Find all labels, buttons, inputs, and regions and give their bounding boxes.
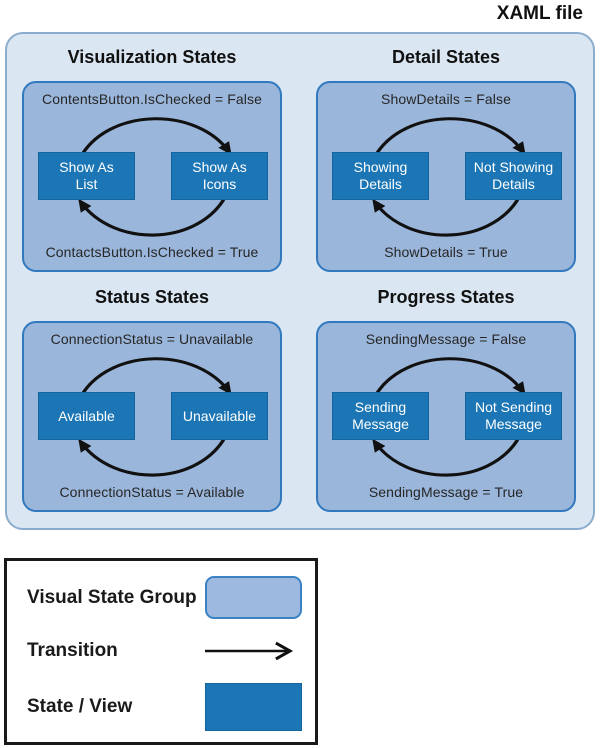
state-group-detail: Detail States ShowDetails = False Showin… bbox=[316, 44, 576, 272]
group-title: Progress States bbox=[377, 287, 515, 307]
transition-arrows bbox=[372, 357, 526, 477]
legend-row-visual-state-group: Visual State Group bbox=[27, 576, 303, 619]
xaml-file-container: Visualization States ContentsButton.IsCh… bbox=[5, 32, 595, 530]
condition-bottom: ShowDetails = True bbox=[384, 244, 508, 260]
state-box: Not Sending Message bbox=[465, 392, 562, 440]
legend-label: Visual State Group bbox=[27, 586, 197, 608]
group-title: Detail States bbox=[391, 47, 501, 67]
condition-top: SendingMessage = False bbox=[365, 331, 527, 347]
state-cycle: Showing Details Not Showing Details bbox=[326, 112, 566, 240]
xaml-file-label: XAML file bbox=[496, 3, 583, 24]
transition-arrow-right-icon bbox=[81, 117, 232, 156]
state-box: Unavailable bbox=[171, 392, 268, 440]
legend-row-transition: Transition bbox=[27, 640, 303, 662]
state-group-visualization: Visualization States ContentsButton.IsCh… bbox=[22, 44, 282, 272]
transition-arrows bbox=[78, 357, 232, 477]
condition-bottom: SendingMessage = True bbox=[368, 484, 524, 500]
state-cycle: Show As List Show As Icons bbox=[32, 112, 272, 240]
state-box: Sending Message bbox=[332, 392, 429, 440]
condition-top: ShowDetails = False bbox=[381, 91, 511, 107]
transition-arrow-right-icon bbox=[375, 357, 526, 396]
state-box: Available bbox=[38, 392, 135, 440]
legend: Visual State Group Transition State / Vi… bbox=[4, 558, 318, 745]
state-box: Not Showing Details bbox=[465, 152, 562, 200]
legend-graphic bbox=[203, 683, 303, 731]
group-title: Status States bbox=[94, 287, 210, 307]
group-box: SendingMessage = False Sending Message N… bbox=[316, 321, 576, 512]
state-box: Show As List bbox=[38, 152, 135, 200]
group-title: Visualization States bbox=[67, 47, 237, 67]
group-box: ShowDetails = False Showing Details Not … bbox=[316, 81, 576, 272]
legend-label: State / View bbox=[27, 696, 133, 717]
state-box: Showing Details bbox=[332, 152, 429, 200]
condition-top: ConnectionStatus = Unavailable bbox=[50, 331, 254, 347]
group-box: ContentsButton.IsChecked = False Show As… bbox=[22, 81, 282, 272]
transition-arrow-left-icon bbox=[372, 438, 519, 477]
state-view-swatch bbox=[204, 683, 302, 731]
legend-row-state-view: State / View bbox=[27, 683, 303, 731]
condition-bottom: ContactsButton.IsChecked = True bbox=[45, 244, 259, 260]
transition-arrows bbox=[372, 117, 526, 237]
transition-arrow-left-icon bbox=[372, 198, 519, 237]
transition-arrows bbox=[78, 117, 232, 237]
group-box: ConnectionStatus = Unavailable Available… bbox=[22, 321, 282, 512]
legend-graphic bbox=[203, 641, 303, 661]
condition-top: ContentsButton.IsChecked = False bbox=[42, 91, 262, 107]
transition-arrow-left-icon bbox=[78, 438, 225, 477]
transition-arrow-left-icon bbox=[78, 198, 225, 237]
condition-bottom: ConnectionStatus = Available bbox=[59, 484, 245, 500]
state-cycle: Sending Message Not Sending Message bbox=[326, 352, 566, 480]
legend-label: Transition bbox=[27, 640, 118, 661]
transition-arrow-right-icon bbox=[375, 117, 526, 156]
legend-graphic bbox=[203, 576, 303, 619]
state-box: Show As Icons bbox=[171, 152, 268, 200]
state-group-status: Status States ConnectionStatus = Unavail… bbox=[22, 284, 282, 512]
transition-arrow-icon bbox=[205, 641, 294, 661]
visual-state-group-swatch bbox=[204, 576, 302, 619]
state-group-progress: Progress States SendingMessage = False S… bbox=[316, 284, 576, 512]
transition-arrow-right-icon bbox=[81, 357, 232, 396]
state-cycle: Available Unavailable bbox=[32, 352, 272, 480]
